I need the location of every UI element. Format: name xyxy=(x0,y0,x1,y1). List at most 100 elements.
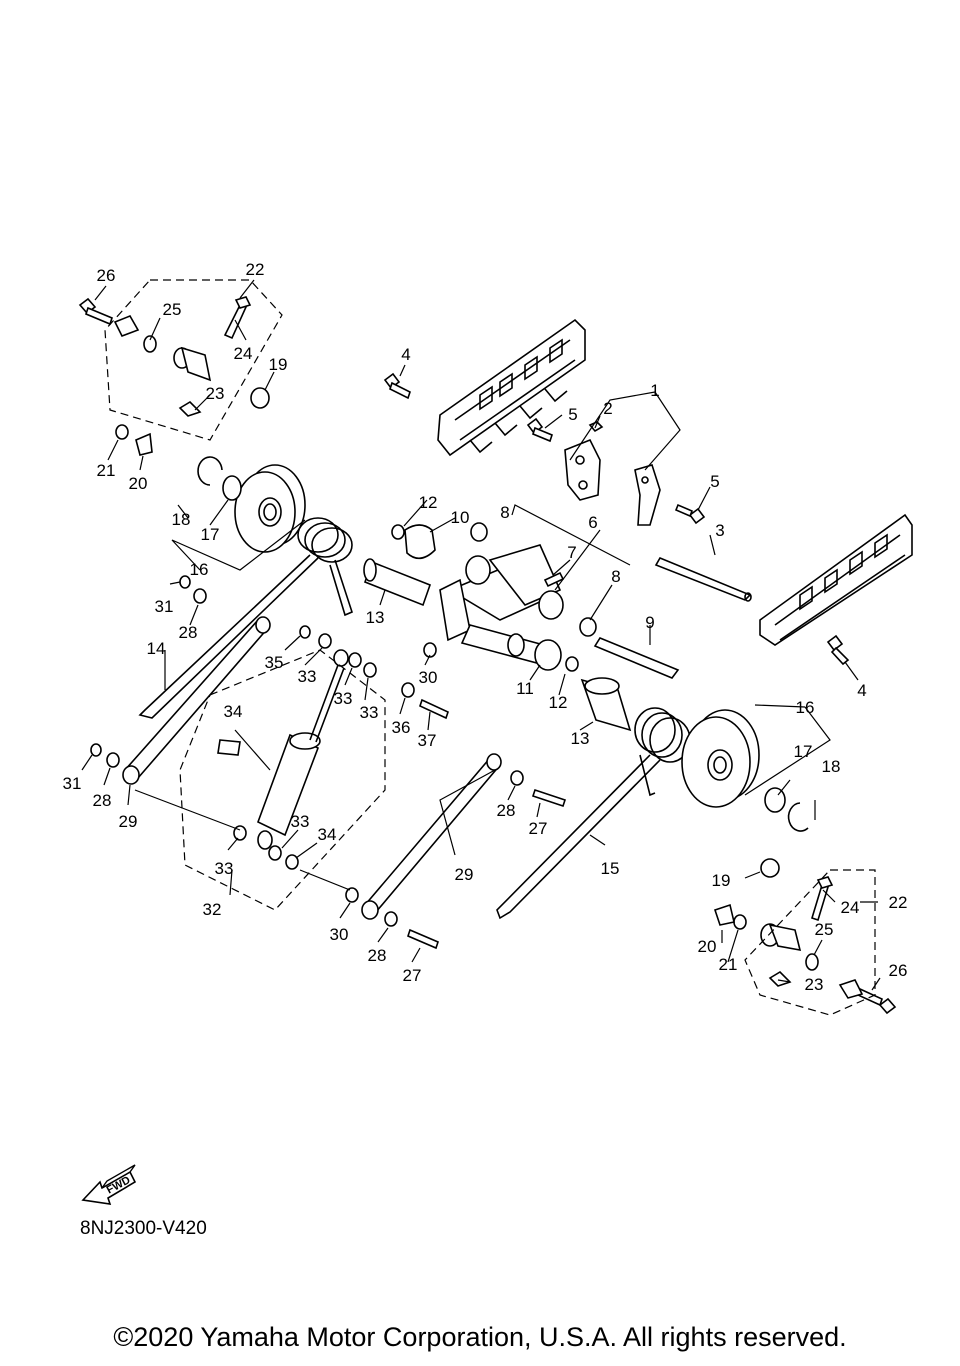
rail-top xyxy=(437,318,586,457)
collar-part-30-b xyxy=(345,887,359,903)
group-outline-22-right xyxy=(744,869,876,1016)
callout-33-c: 33 xyxy=(215,859,234,878)
bushing-part-33-b xyxy=(348,652,362,668)
callout-28-c: 28 xyxy=(497,801,516,820)
shaft-part-3 xyxy=(654,556,752,602)
callout-7: 7 xyxy=(567,543,576,562)
spring-part-15 xyxy=(496,707,691,920)
leader-lines xyxy=(81,279,881,991)
callout-19-left: 19 xyxy=(269,355,288,374)
callout-23-right: 23 xyxy=(805,975,824,994)
callout-30-b: 30 xyxy=(330,925,349,944)
callout-29-left: 29 xyxy=(119,812,138,831)
bolt-part-38 xyxy=(419,698,449,720)
collar-part-8-left xyxy=(470,522,488,542)
bushing-part-33-d xyxy=(268,845,282,861)
callout-35: 34 xyxy=(224,702,243,721)
link-arm-part-29-right xyxy=(361,753,502,920)
callout-9: 9 xyxy=(645,613,654,632)
callout-4-top: 4 xyxy=(401,345,410,364)
callout-21-right: 21 xyxy=(719,955,738,974)
callout-12-top: 12 xyxy=(419,493,438,512)
shaft-part-11 xyxy=(460,624,562,671)
callout-28-b: 28 xyxy=(93,791,112,810)
bolt-part-4-bottom xyxy=(826,634,850,666)
callout-31-a: 31 xyxy=(155,597,174,616)
callout-5-right: 5 xyxy=(710,472,719,491)
nut-part-31-b xyxy=(90,743,102,757)
group-outline-32 xyxy=(179,649,386,911)
callout-19-right: 19 xyxy=(712,871,731,890)
forward-arrow-icon: FWD xyxy=(81,1164,137,1205)
collar-part-28-d xyxy=(384,911,398,927)
callout-28-a: 28 xyxy=(179,623,198,642)
callout-20-right: 20 xyxy=(698,937,717,956)
callout-23-left: 23 xyxy=(206,384,225,403)
axle-set-part-22-left xyxy=(78,296,270,456)
bolt-part-4-top xyxy=(383,372,411,400)
callout-37: 36 xyxy=(392,718,411,737)
callout-labels: 1 2 3 4 4 5 5 6 7 8 8 9 10 11 12 12 13 1… xyxy=(63,260,908,994)
callout-13-left: 13 xyxy=(366,608,385,627)
callout-34-b: 34 xyxy=(318,825,337,844)
callout-12-bottom: 12 xyxy=(549,693,568,712)
callout-16-left: 16 xyxy=(190,560,209,579)
callout-33-a: 33 xyxy=(298,667,317,686)
copyright-notice: ©2020 Yamaha Motor Corporation, U.S.A. A… xyxy=(113,1322,847,1352)
callout-15: 15 xyxy=(601,859,620,878)
collar-part-34-b xyxy=(285,854,299,870)
bolt-part-27-a xyxy=(531,788,567,808)
callout-24-right: 24 xyxy=(841,898,860,917)
fwd-label: FWD xyxy=(105,1174,133,1196)
callout-8-right: 8 xyxy=(611,567,620,586)
collar-part-34-a xyxy=(363,662,377,678)
callout-10: 10 xyxy=(451,508,470,527)
spring-part-14 xyxy=(138,517,353,719)
sleeve-part-13-bottom xyxy=(580,677,632,732)
callout-34-a: 33 xyxy=(360,703,379,722)
callout-33-b: 33 xyxy=(334,689,353,708)
idler-wheel-part-16-right xyxy=(681,709,760,808)
callout-32: 32 xyxy=(203,900,222,919)
callout-5-top: 5 xyxy=(568,405,577,424)
callout-1: 1 xyxy=(650,381,659,400)
callout-24-left: 24 xyxy=(234,344,253,363)
callout-26-left: 26 xyxy=(97,266,116,285)
bushing-part-33-a xyxy=(318,633,332,649)
callout-29-right: 29 xyxy=(455,865,474,884)
callout-18-left: 18 xyxy=(172,510,191,529)
bushing-part-33-c xyxy=(233,825,247,841)
nut-part-36 xyxy=(299,625,311,639)
callout-30-a: 30 xyxy=(419,668,438,687)
washer-part-12-top xyxy=(391,524,405,540)
callout-11: 11 xyxy=(516,679,534,698)
sticker-part-35 xyxy=(217,739,241,756)
callout-21-left: 21 xyxy=(97,461,116,480)
callout-2: 2 xyxy=(603,399,612,418)
collar-part-37 xyxy=(401,682,415,698)
callout-22-left: 22 xyxy=(246,260,265,279)
washer-part-12-bottom xyxy=(565,656,579,672)
callout-25-right: 25 xyxy=(815,920,834,939)
callout-8-left: 8 xyxy=(500,503,509,522)
collar-part-30-a xyxy=(423,642,437,658)
callout-31-b: 31 xyxy=(63,774,82,793)
callout-6: 6 xyxy=(588,513,597,532)
axle-set-part-22-right xyxy=(713,858,897,1015)
diagram-code: 8NJ2300-V420 xyxy=(80,1218,207,1239)
callout-28-d: 28 xyxy=(368,946,387,965)
callout-38: 37 xyxy=(418,731,437,750)
shock-absorber-part-32 xyxy=(256,649,349,850)
group-outline-22-left xyxy=(104,279,283,441)
callout-17-left: 17 xyxy=(201,525,220,544)
rail-bottom xyxy=(759,513,913,646)
nut-part-31-a xyxy=(179,575,191,589)
bearing-part-17-right xyxy=(764,787,786,813)
collar-part-28-c xyxy=(510,770,524,786)
collar-part-28-a xyxy=(193,588,207,604)
callout-26-right: 26 xyxy=(889,961,908,980)
callout-14: 14 xyxy=(147,639,166,658)
idler-wheel-part-16-left xyxy=(234,464,306,553)
callout-25-left: 25 xyxy=(163,300,182,319)
